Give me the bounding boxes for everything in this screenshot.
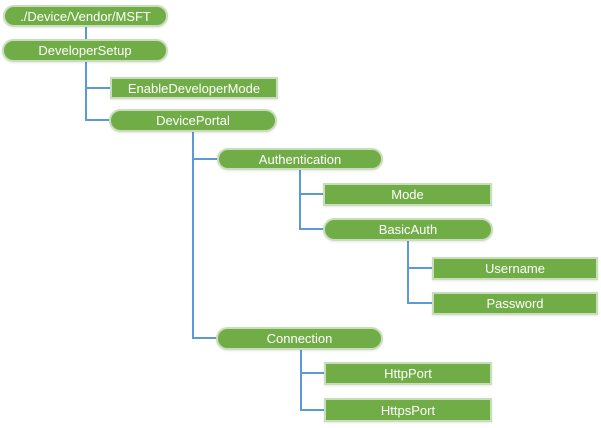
node-device-vendor-msft: ./Device/Vendor/MSFT [3,5,168,27]
node-password: Password [432,292,598,315]
connector-to-deviceportal [85,119,110,121]
node-https-port: HttpsPort [324,398,492,422]
node-connection: Connection [216,327,383,350]
connector-developersetup-trunk [85,61,87,121]
connector-to-password [407,302,433,304]
connector-to-mode [299,193,324,195]
node-basic-auth: BasicAuth [323,218,493,241]
node-developer-setup: DeveloperSetup [2,39,168,62]
connector-to-httpsport [300,409,325,411]
connector-authentication-trunk [299,169,301,230]
connector-to-basicauth [299,228,324,230]
connector-root-developersetup [85,27,87,40]
connector-to-username [407,267,433,269]
connector-connection-trunk [300,349,302,411]
node-authentication: Authentication [217,148,383,170]
node-enable-developer-mode: EnableDeveloperMode [110,77,278,99]
connector-to-httpport [300,372,325,374]
node-username: Username [432,257,598,280]
node-device-portal: DevicePortal [109,109,277,132]
connector-to-enabledevelopermode [85,87,111,89]
node-mode: Mode [323,183,492,206]
connector-to-authentication [192,158,218,160]
node-http-port: HttpPort [324,362,492,385]
connector-deviceportal-trunk [192,131,194,339]
connector-to-connection [192,337,217,339]
connector-basicauth-trunk [407,240,409,304]
